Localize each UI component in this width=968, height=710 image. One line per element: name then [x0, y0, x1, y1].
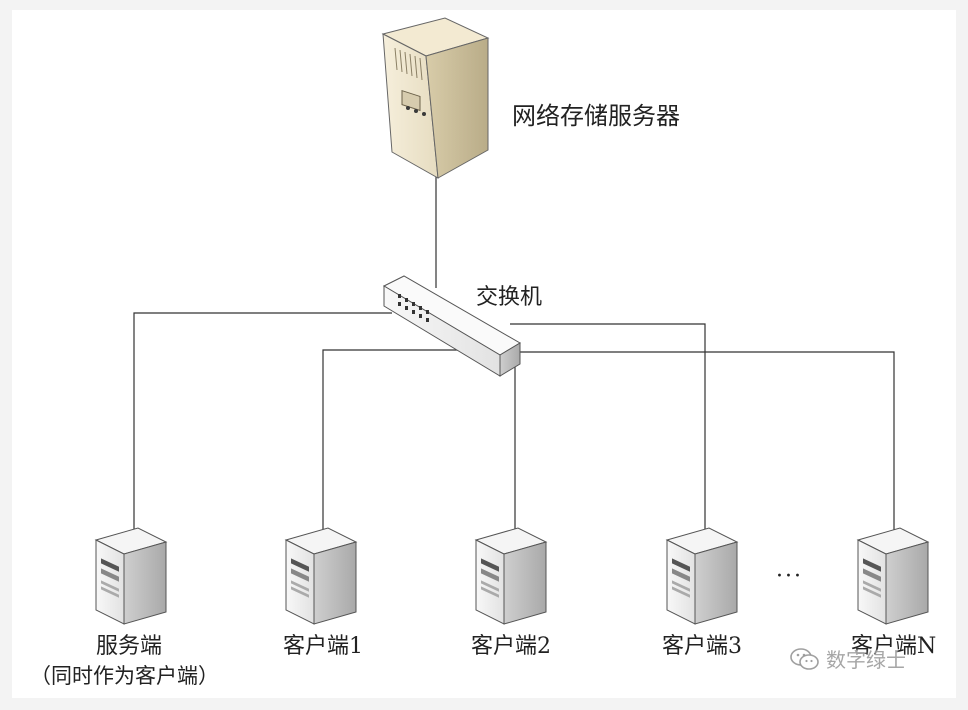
line-switch-to-client3 [510, 323, 706, 545]
server-node-sublabel: （同时作为客户端） [30, 664, 219, 688]
client2-pc-icon [474, 527, 548, 625]
line-switch-to-server [133, 312, 392, 548]
switch-icon [382, 275, 521, 377]
connection-lines [133, 168, 895, 548]
storage-server-label: 网络存储服务器 [512, 102, 680, 130]
clientN-pc-icon [856, 527, 930, 625]
watermark: 数字绿士 [790, 644, 906, 673]
client1-pc-icon [284, 527, 358, 625]
client2-label: 客户端2 [471, 634, 551, 659]
client3-pc-icon [665, 527, 739, 625]
server-node-label: 服务端 [96, 634, 163, 659]
storage-server-icon [381, 17, 490, 179]
client1-label: 客户端1 [283, 634, 363, 659]
line-switch-to-clientN [515, 351, 895, 545]
wechat-icon [790, 647, 819, 670]
clientN-label: 客户端N [851, 634, 937, 659]
ellipsis-label: ··· [776, 564, 803, 589]
server-node-pc-icon [94, 527, 168, 625]
switch-label: 交换机 [476, 285, 543, 310]
line-switch-to-client1 [322, 349, 470, 545]
client3-label: 客户端3 [662, 634, 742, 659]
watermark-text: 数字绿士 [826, 648, 906, 672]
